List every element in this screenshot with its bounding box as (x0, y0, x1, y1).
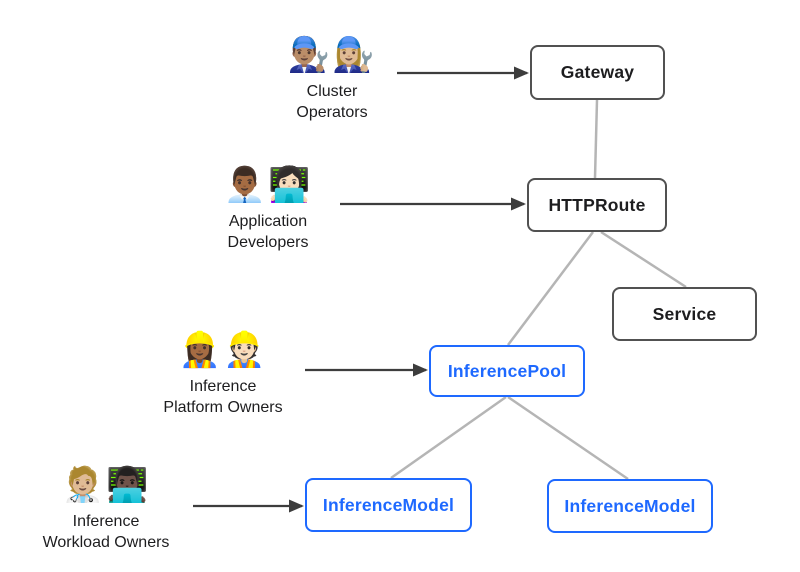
construction-workers-emoji-icon: 👷🏾‍♀️👷🏻 (178, 331, 268, 369)
actor-label-cluster-operators: Cluster Operators (296, 83, 368, 122)
actor-inference-platform-owners: 👷🏾‍♀️👷🏻 Inference Platform Owners (163, 328, 282, 418)
actor-cluster-operators: 👨🏽‍🔧👩🏼‍🔧 Cluster Operators (288, 33, 377, 123)
edge-inferencepool-inferencemodel-2 (507, 395, 629, 481)
edge-httproute-inferencepool (507, 231, 594, 346)
workload-owners-emoji-icon: 🧑🏼‍⚕️👨🏿‍💻 (61, 466, 151, 504)
actor-label-inference-platform-owners: Inference Platform Owners (163, 378, 283, 417)
node-inferencepool: InferencePool (429, 345, 585, 397)
actor-application-developers: 👨🏾‍💼👩🏻‍💻 Application Developers (224, 163, 313, 253)
node-service: Service (612, 287, 757, 341)
edge-inferencepool-inferencemodel-1 (390, 395, 507, 480)
actor-label-application-developers: Application Developers (227, 213, 309, 252)
node-inferencemodel-1: InferenceModel (305, 478, 472, 532)
node-gateway: Gateway (530, 45, 665, 100)
actor-label-inference-workload-owners: Inference Workload Owners (42, 513, 170, 552)
edge-httproute-service (600, 230, 687, 289)
node-inferencemodel-2: InferenceModel (547, 479, 713, 533)
node-httproute: HTTPRoute (527, 178, 667, 232)
developers-emoji-icon: 👨🏾‍💼👩🏻‍💻 (223, 166, 313, 204)
edge-gateway-httproute (593, 99, 599, 179)
actor-inference-workload-owners: 🧑🏼‍⚕️👨🏿‍💻 Inference Workload Owners (43, 463, 170, 553)
mechanics-emoji-icon: 👨🏽‍🔧👩🏼‍🔧 (287, 36, 377, 74)
